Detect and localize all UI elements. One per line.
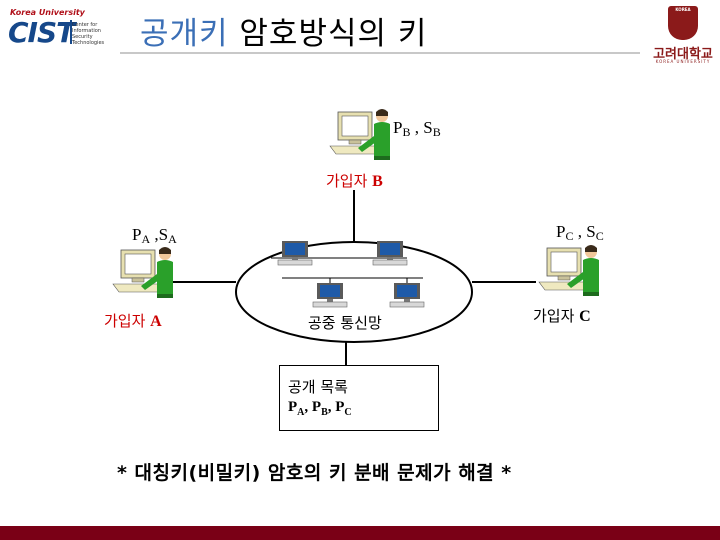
user-c-icon bbox=[538, 244, 600, 297]
logo-sub-text: Center for Information Security Technolo… bbox=[72, 22, 105, 46]
summary-text: * 대칭키(비밀키) 암호의 키 분배 문제가 해결 * bbox=[117, 462, 512, 484]
logo-small-text: Korea University bbox=[10, 8, 85, 17]
key-s-sub: A bbox=[168, 232, 177, 246]
caption-prefix: 가입자 bbox=[533, 307, 580, 325]
user-a-keys: PA ,SA bbox=[132, 225, 177, 247]
key-sub: B bbox=[321, 407, 328, 418]
key-sep: , bbox=[304, 399, 312, 415]
logo-divider bbox=[70, 20, 72, 44]
key-sep: , bbox=[410, 118, 424, 137]
user-b-icon bbox=[329, 108, 391, 161]
key-p-sub: C bbox=[565, 229, 574, 243]
user-b-keys: PB , SB bbox=[393, 118, 441, 140]
key-sep: , bbox=[150, 225, 159, 244]
key-p-sub: B bbox=[402, 125, 411, 139]
user-b-caption: 가입자 B bbox=[326, 170, 383, 191]
directory-keys: PA, PB, PC bbox=[288, 399, 438, 418]
computer-icon bbox=[372, 240, 408, 266]
title-highlight: 공개키 bbox=[140, 16, 229, 52]
computer-icon bbox=[389, 282, 425, 308]
caption-prefix: 가입자 bbox=[104, 312, 151, 330]
cist-logo: Korea University CIST Center for Informa… bbox=[4, 8, 112, 50]
key-p: P bbox=[393, 118, 403, 137]
title-rest: 암호방식의 키 bbox=[228, 16, 428, 52]
network-label: 공중 통신망 bbox=[308, 314, 382, 332]
key-sep: , bbox=[573, 222, 587, 241]
page-title: 공개키 암호방식의 키 bbox=[140, 8, 427, 53]
key-sub: C bbox=[344, 407, 352, 418]
key-p: P bbox=[556, 222, 566, 241]
university-name: 고려대학교 bbox=[653, 47, 713, 62]
caption-letter: C bbox=[579, 308, 591, 325]
key-p: P bbox=[335, 399, 345, 415]
key-s: S bbox=[158, 225, 169, 244]
user-a-caption: 가입자 A bbox=[104, 310, 162, 331]
user-c-caption: 가입자 C bbox=[533, 305, 591, 326]
key-sub: A bbox=[297, 407, 305, 418]
key-p: P bbox=[311, 399, 322, 415]
university-english: KOREA UNIVERSITY bbox=[655, 59, 711, 64]
key-sep: , bbox=[327, 399, 336, 415]
shield-icon bbox=[668, 6, 698, 40]
key-p: P bbox=[132, 225, 142, 244]
caption-letter: A bbox=[150, 313, 162, 330]
computer-icon bbox=[277, 240, 313, 266]
public-directory-box: 공개 목록 PA, PB, PC bbox=[279, 365, 439, 431]
key-s-sub: C bbox=[595, 229, 604, 243]
caption-prefix: 가입자 bbox=[326, 172, 373, 190]
korea-university-logo: KOREA 고려대학교 KOREA UNIVERSITY bbox=[650, 6, 716, 66]
logo-main-text: CIST bbox=[8, 16, 75, 49]
key-s: S bbox=[423, 118, 433, 137]
user-a-icon bbox=[112, 246, 174, 299]
directory-title: 공개 목록 bbox=[288, 378, 348, 396]
title-divider bbox=[120, 52, 640, 54]
footer-bar bbox=[0, 526, 720, 540]
key-p: P bbox=[288, 399, 298, 415]
key-s: S bbox=[586, 222, 596, 241]
computer-icon bbox=[312, 282, 348, 308]
caption-letter: B bbox=[372, 173, 383, 190]
shield-text: KOREA bbox=[675, 7, 691, 12]
key-p-sub: A bbox=[141, 232, 151, 246]
user-c-keys: PC , SC bbox=[556, 222, 604, 244]
key-s-sub: B bbox=[432, 125, 441, 139]
